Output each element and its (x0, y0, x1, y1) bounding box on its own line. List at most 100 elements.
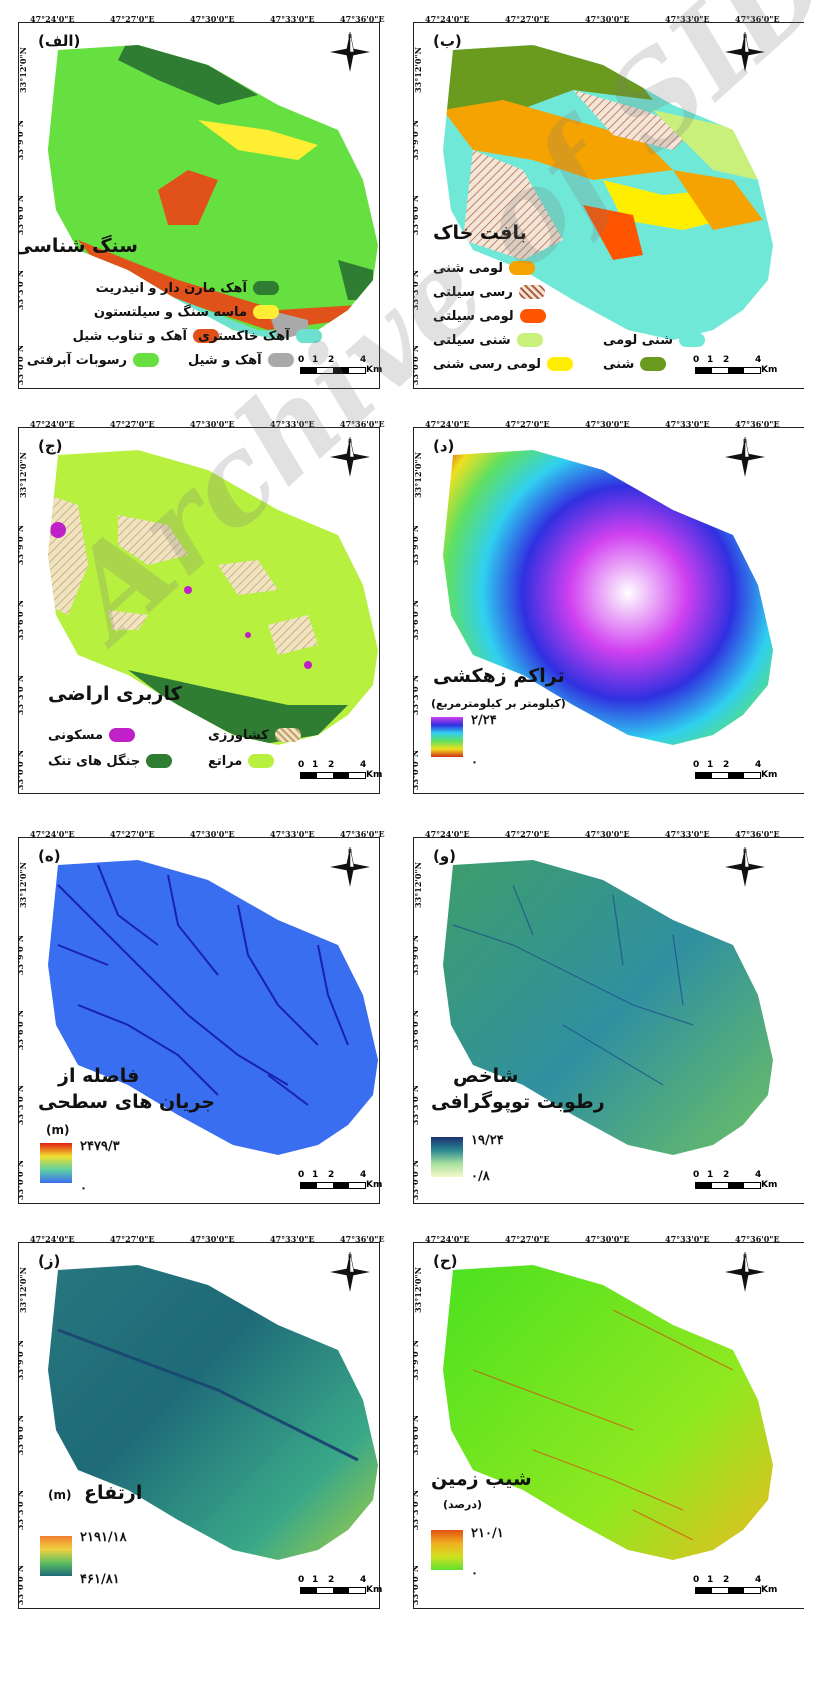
scale-unit: Km (366, 365, 383, 375)
legend-label: جنگل های تنک (48, 753, 141, 769)
legend-item: لومی سیلتی (433, 306, 546, 326)
scale-label: 0 (298, 760, 305, 770)
lon-tick-label: 47°30'0"E (585, 1234, 630, 1244)
map-frame (413, 837, 804, 1204)
svg-text:N: N (743, 439, 747, 445)
legend-swatch (519, 309, 546, 323)
lon-tick-label: 47°30'0"E (585, 829, 630, 839)
scale-label: 4 (755, 1170, 762, 1180)
distance-map (48, 860, 378, 1155)
lon-tick-label: 47°30'0"E (190, 829, 235, 839)
lat-tick-label: 33°6'0"N (413, 194, 421, 236)
map-frame (413, 22, 804, 389)
lat-tick-label: 33°0'0"N (413, 749, 421, 791)
panel-letter: (ح) (433, 1252, 458, 1270)
lat-tick-label: 33°12'0"N (18, 862, 28, 908)
lon-tick-label: 47°27'0"E (505, 14, 550, 24)
legend-gradient (431, 717, 463, 757)
legend-item: ماسه سنگ و سیلتستون (94, 302, 279, 322)
scale-label: 4 (755, 760, 762, 770)
lon-tick-label: 47°33'0"E (270, 419, 315, 429)
lon-tick-label: 47°30'0"E (190, 14, 235, 24)
lon-tick-label: 47°33'0"E (665, 829, 710, 839)
panel-letter: (د) (433, 437, 455, 455)
legend-label: آهک و تناوب شیل (72, 328, 187, 344)
legend-min: ۰ (80, 1181, 87, 1196)
panel-title: سنگ شناسی (18, 235, 138, 257)
lat-tick-label: 33°9'0"N (413, 934, 421, 976)
lat-tick-label: 33°0'0"N (413, 344, 421, 386)
legend-label: آهک خاکستری (198, 328, 290, 344)
lat-tick-label: 33°12'0"N (18, 47, 28, 93)
lat-tick-label: 33°3'0"N (18, 1489, 26, 1531)
lon-tick-label: 47°24'0"E (30, 1234, 75, 1244)
north-arrow-icon: N (725, 31, 765, 72)
legend-gradient (40, 1143, 72, 1183)
lon-tick-label: 47°24'0"E (30, 419, 75, 429)
lon-tick-label: 47°24'0"E (425, 1234, 470, 1244)
lat-tick-label: 33°0'0"N (413, 1564, 421, 1606)
lon-tick-label: 47°33'0"E (665, 1234, 710, 1244)
lat-tick-label: 33°12'0"N (18, 452, 28, 498)
map-frame (18, 427, 380, 794)
lat-tick-label: 33°0'0"N (18, 1564, 26, 1606)
north-arrow-icon: N (330, 846, 370, 887)
panel-letter: (الف) (38, 32, 81, 50)
svg-text:N: N (348, 439, 352, 445)
svg-text:N: N (743, 34, 747, 40)
lon-tick-label: 47°36'0"E (340, 829, 385, 839)
scale-unit: Km (366, 770, 383, 780)
north-arrow-icon: N (330, 436, 370, 477)
panel-title: کاربری اراضی (48, 683, 182, 705)
map-frame (18, 1242, 380, 1609)
lon-tick-label: 47°30'0"E (585, 419, 630, 429)
legend-min: ۰ (471, 1566, 478, 1581)
lon-tick-label: 47°33'0"E (665, 14, 710, 24)
legend-swatch (253, 281, 279, 295)
legend-swatch (253, 305, 279, 319)
panel-letter: (و) (433, 847, 457, 865)
scale-label: 1 (707, 1170, 714, 1180)
legend-max: ۲/۲۴ (471, 713, 497, 728)
legend-item: شنی سیلتی (433, 330, 543, 350)
legend-item: آهک خاکستری (198, 326, 322, 346)
scale-bar-graphic (695, 1587, 761, 1594)
lon-tick-label: 47°33'0"E (270, 829, 315, 839)
lon-tick-label: 47°27'0"E (505, 829, 550, 839)
lon-tick-label: 47°36'0"E (340, 419, 385, 429)
panel-twi: (و) شاخص رطوبت توپوگرافی ۱۹/۲۴ ۰/۸ 47°24… (413, 825, 804, 1220)
lat-tick-label: 33°3'0"N (18, 269, 26, 311)
scale-label: 4 (360, 1170, 367, 1180)
lat-tick-label: 33°9'0"N (18, 1339, 26, 1381)
legend-label: کشاورزی (208, 727, 269, 743)
scale-label: 1 (312, 1575, 319, 1585)
lat-tick-label: 33°9'0"N (18, 524, 26, 566)
scale-label: 4 (755, 355, 762, 365)
scale-label: 4 (360, 760, 367, 770)
map-frame (18, 22, 380, 389)
scale-unit: Km (761, 770, 778, 780)
legend-swatch (509, 261, 536, 275)
panel-geology: (الف) سنگ شناسی آهک مارن دار و انیدریت م… (18, 10, 409, 405)
lon-tick-label: 47°33'0"E (665, 419, 710, 429)
legend-item: شنی لومی (603, 330, 706, 350)
panel-title: بافت خاک (433, 222, 527, 244)
legend-unit: (m) (46, 1123, 70, 1137)
lat-tick-label: 33°6'0"N (18, 1414, 26, 1456)
legend-swatch (546, 357, 573, 371)
legend-label: لومی سیلتی (433, 308, 514, 324)
lon-tick-label: 47°24'0"E (425, 419, 470, 429)
panel-letter: (ب) (433, 32, 462, 50)
panel-title: ارتفاع (84, 1482, 143, 1504)
panel-title: شیب زمین (431, 1468, 532, 1490)
lon-tick-label: 47°33'0"E (270, 1234, 315, 1244)
legend-gradient (431, 1530, 463, 1570)
lat-tick-label: 33°3'0"N (18, 1084, 26, 1126)
